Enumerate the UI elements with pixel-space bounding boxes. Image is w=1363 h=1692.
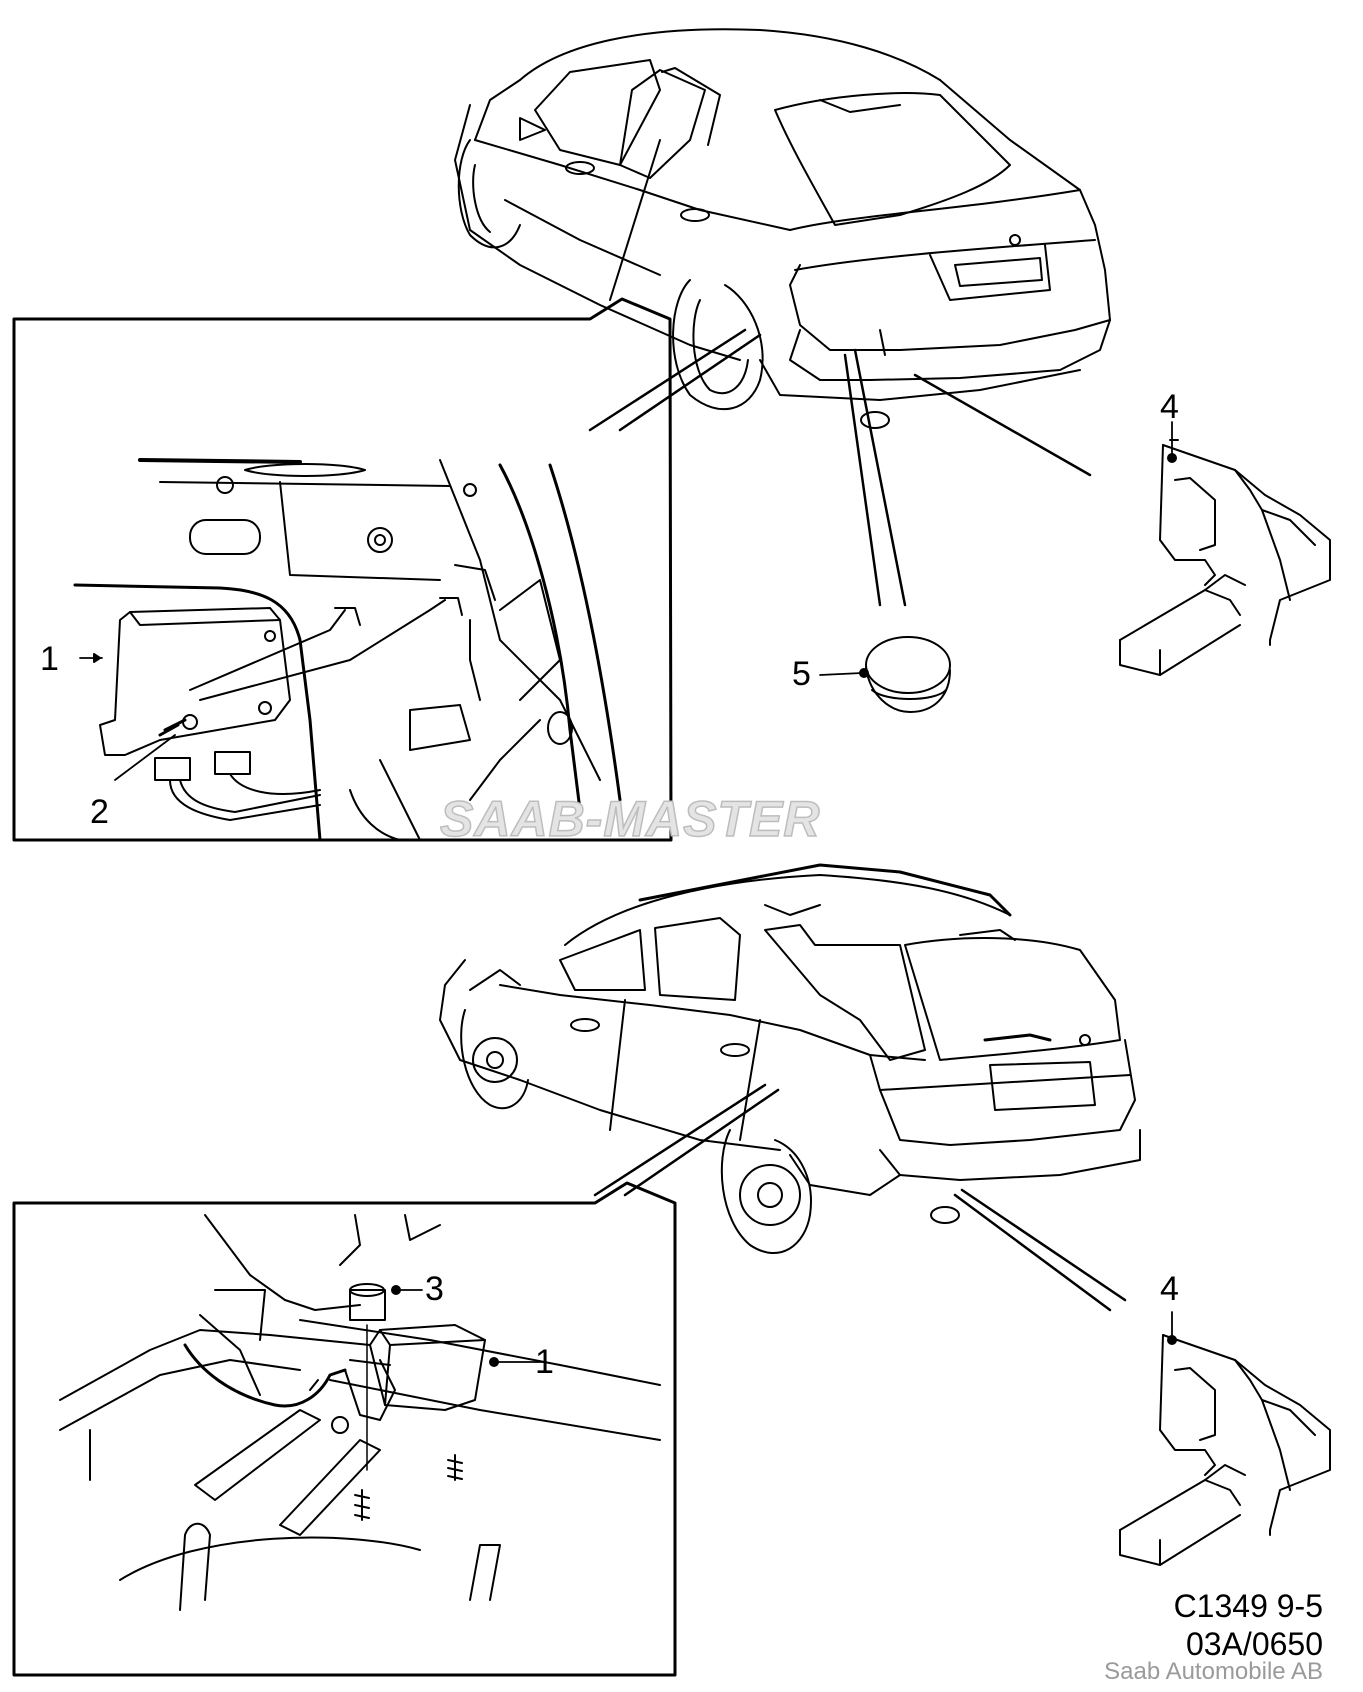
callout-1-top: 1 <box>40 640 59 678</box>
sedan-car-drawing <box>454 28 1111 429</box>
rear-bracket-part-bottom <box>1119 1311 1331 1566</box>
wagon-car-drawing <box>439 863 1141 1255</box>
rear-bracket-part-top <box>1119 421 1331 676</box>
callout-1-bottom: 1 <box>535 1343 554 1381</box>
callout-4-top: 4 <box>1160 388 1179 426</box>
reference-code: C1349 9-5 <box>1173 1588 1323 1624</box>
reference-number: 03A/0650 <box>1185 1626 1323 1662</box>
copyright-text: Saab Automobile AB <box>1104 1658 1323 1685</box>
callout-4-bottom: 4 <box>1160 1270 1179 1308</box>
callout-5: 5 <box>792 655 811 693</box>
plug-part <box>819 636 951 713</box>
callout-2: 2 <box>90 793 109 831</box>
callout-3: 3 <box>425 1270 444 1308</box>
bottom-inset-detail <box>12 1181 677 1677</box>
top-inset-detail <box>12 297 673 842</box>
watermark: SAAB-MASTER <box>439 790 821 848</box>
